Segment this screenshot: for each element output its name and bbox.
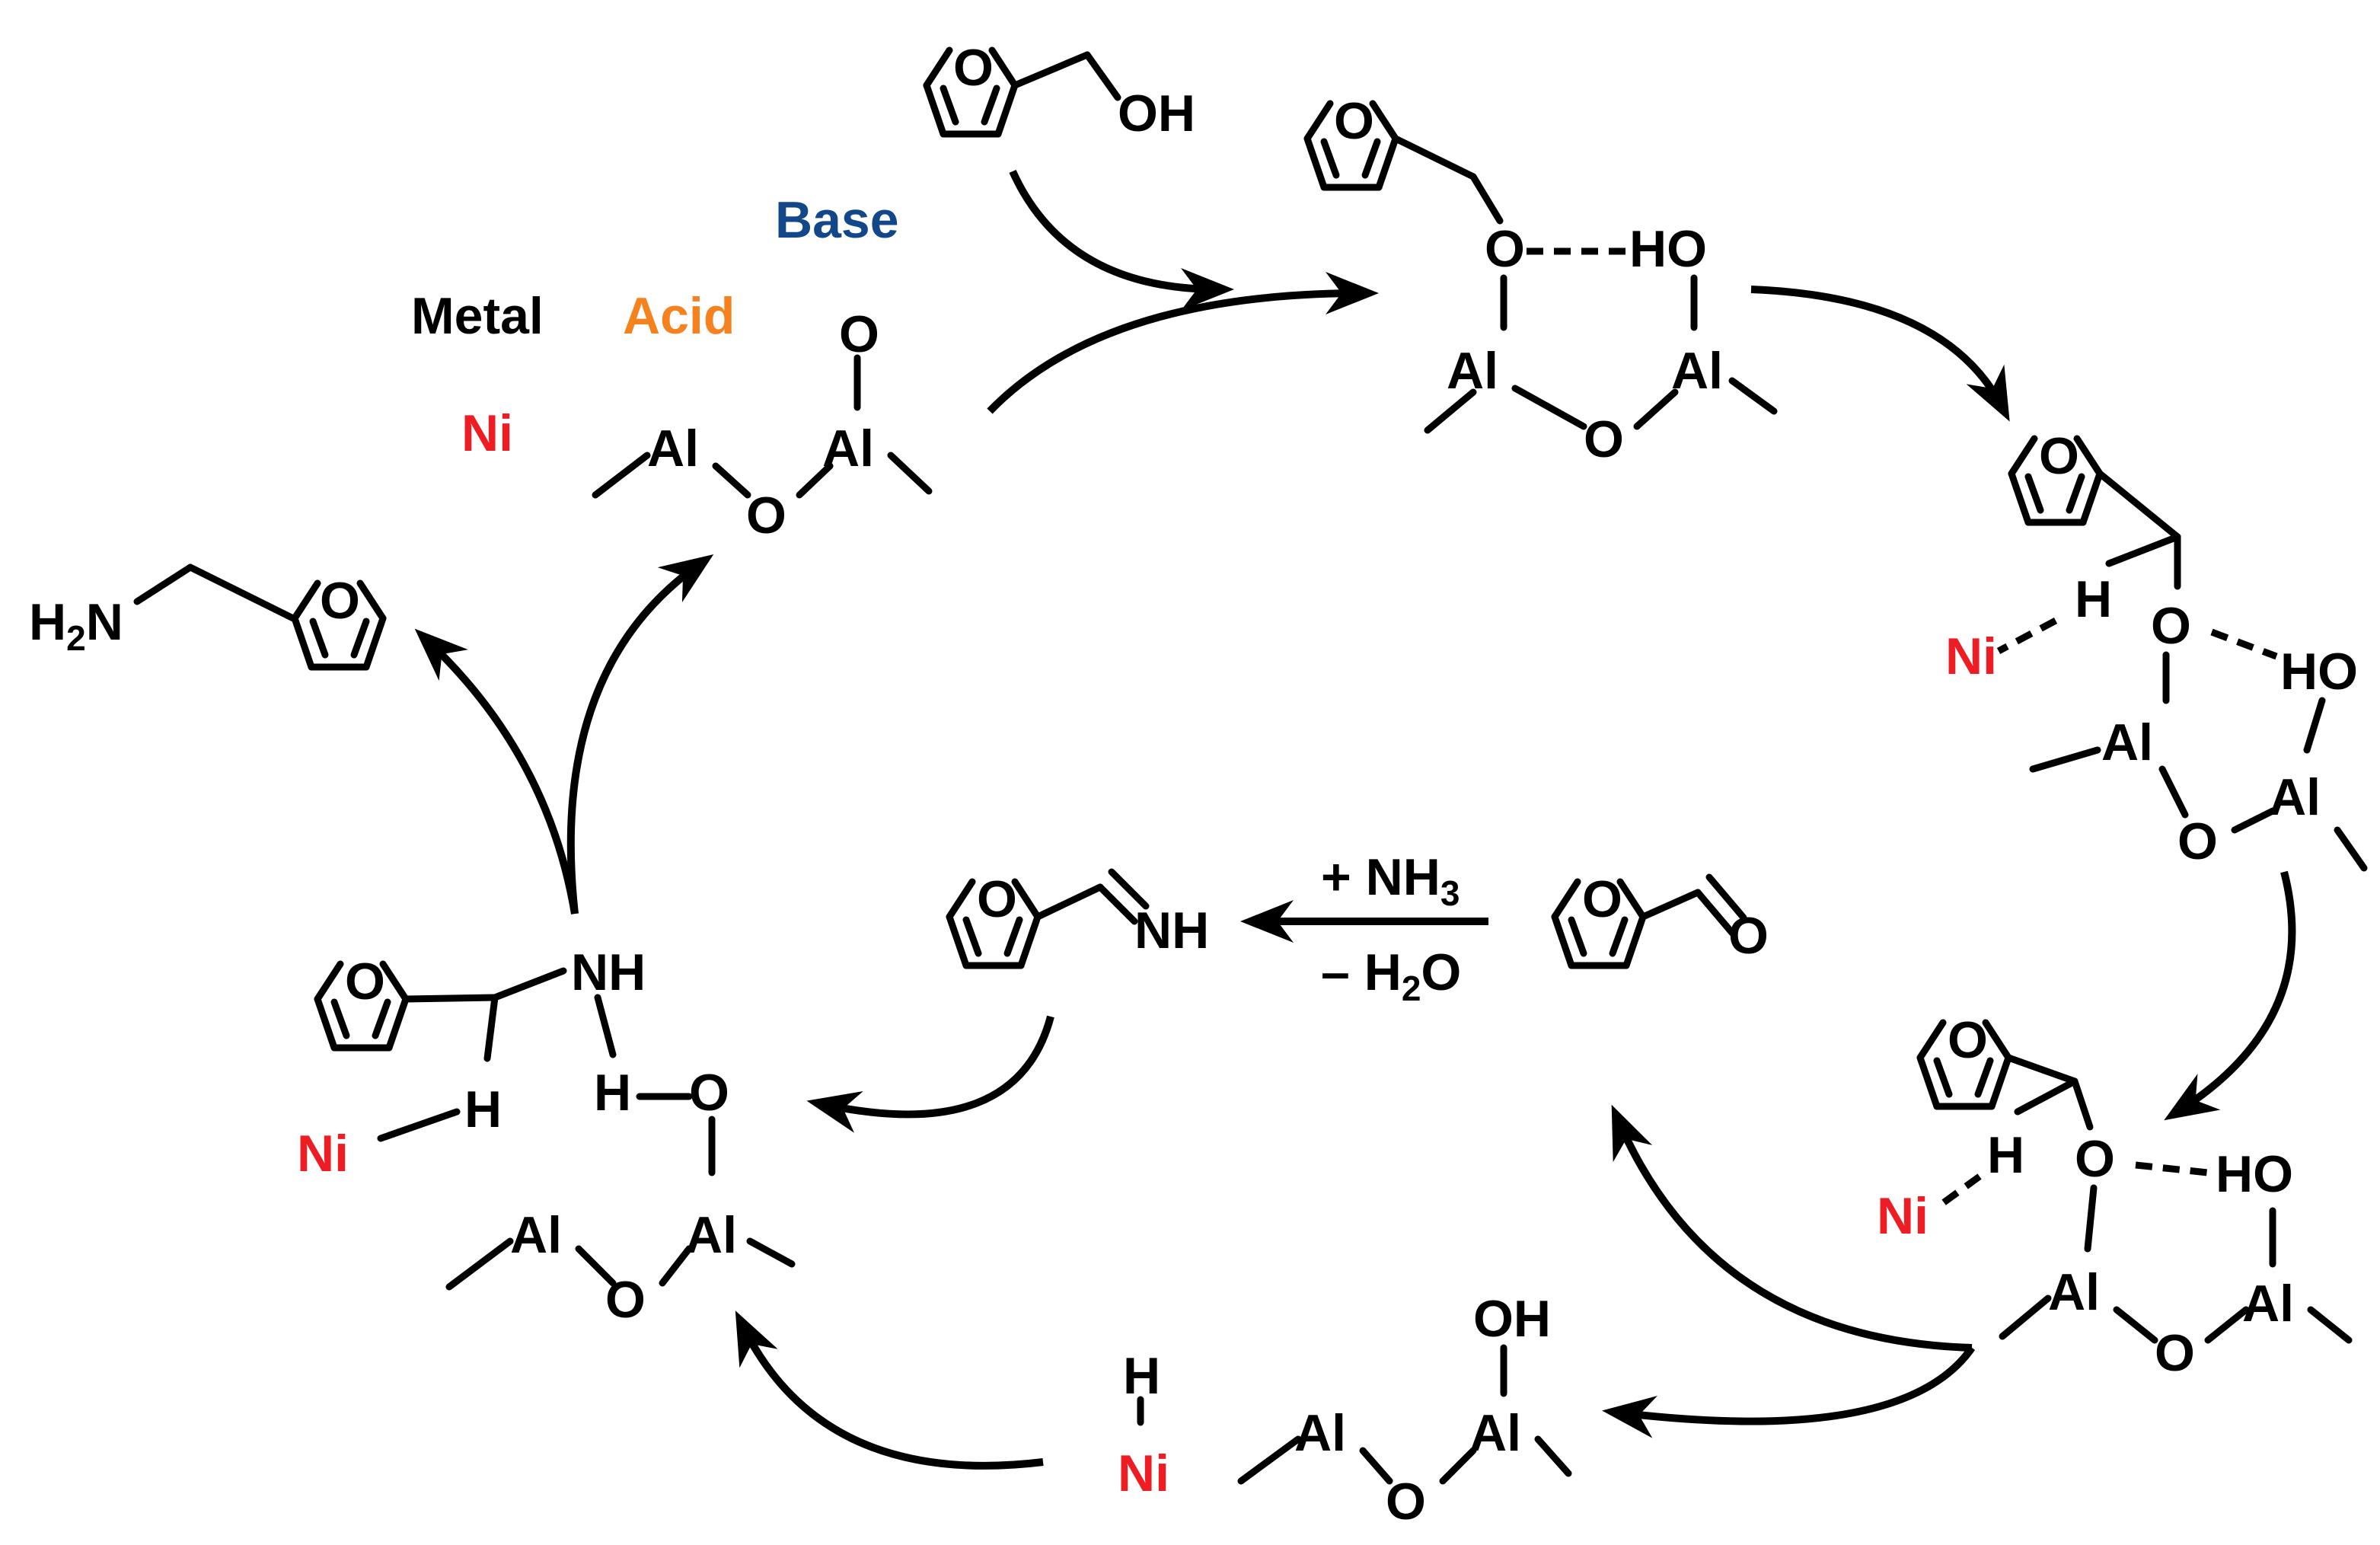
- svg-text:+ NH3: + NH3: [1321, 848, 1460, 913]
- svg-text:HO: HO: [2216, 1145, 2293, 1203]
- svg-text:H: H: [1123, 1347, 1160, 1405]
- svg-text:O: O: [953, 39, 994, 97]
- svg-text:O: O: [689, 1064, 729, 1122]
- svg-text:Al: Al: [2101, 713, 2153, 771]
- svg-text:H2N: H2N: [29, 593, 123, 658]
- svg-text:O: O: [1334, 92, 1374, 150]
- svg-text:O: O: [345, 953, 385, 1010]
- svg-text:Al: Al: [1671, 342, 1723, 400]
- svg-text:Ni: Ni: [297, 1125, 349, 1183]
- svg-text:NH: NH: [1134, 902, 1209, 959]
- ni-hydride-surface: H Ni OH Al Al O: [1118, 1290, 1572, 1531]
- svg-text:O: O: [320, 572, 360, 630]
- furfuryl-alcohol: O OH: [927, 39, 1195, 142]
- adsorbed-amine: O NH H Ni H O Al Al O: [297, 943, 796, 1329]
- svg-text:Al: Al: [2048, 1263, 2100, 1321]
- ni-h-abstraction: O H Ni O HO Al Al O: [1945, 427, 2368, 872]
- svg-text:OH: OH: [1473, 1290, 1551, 1348]
- svg-text:Al: Al: [2269, 768, 2321, 826]
- svg-text:H: H: [2075, 570, 2112, 628]
- svg-text:– H2O: – H2O: [1321, 943, 1461, 1008]
- cycle-arrows: [414, 169, 2296, 1470]
- imination-step: + NH3 – H2O: [1240, 848, 1488, 1008]
- svg-text:H: H: [464, 1081, 502, 1138]
- furfurylamine: O H2N: [29, 563, 383, 667]
- svg-text:Al: Al: [1294, 1404, 1346, 1462]
- svg-text:OH: OH: [1118, 85, 1195, 142]
- svg-text:O: O: [1582, 870, 1622, 928]
- svg-text:O: O: [2155, 1324, 2195, 1382]
- svg-text:O: O: [746, 487, 786, 544]
- svg-text:HO: HO: [2280, 643, 2358, 701]
- svg-text:Ni: Ni: [1118, 1444, 1169, 1502]
- catalyst-surface: O Al Al O: [592, 305, 933, 544]
- legend-acid: Acid: [623, 287, 735, 345]
- svg-text:O: O: [977, 870, 1017, 928]
- svg-text:O: O: [2039, 427, 2079, 485]
- svg-text:O: O: [1485, 220, 1525, 278]
- legend-base: Base: [775, 191, 899, 249]
- svg-text:Al: Al: [685, 1206, 737, 1264]
- adsorbed-alcohol: O O HO Al Al O: [1307, 92, 1778, 468]
- svg-text:O: O: [1584, 410, 1624, 468]
- svg-text:O: O: [2075, 1130, 2115, 1188]
- svg-text:HO: HO: [1629, 220, 1707, 278]
- svg-text:Ni: Ni: [1945, 627, 1997, 685]
- svg-text:Ni: Ni: [1877, 1187, 1929, 1245]
- svg-text:O: O: [839, 305, 879, 363]
- svg-text:Al: Al: [510, 1206, 562, 1264]
- legend-metal: Metal: [411, 287, 544, 345]
- svg-text:O: O: [2177, 812, 2218, 870]
- svg-text:H: H: [1987, 1126, 2024, 1184]
- svg-text:Al: Al: [647, 420, 699, 477]
- svg-text:H: H: [594, 1064, 631, 1122]
- svg-text:O: O: [1728, 907, 1769, 965]
- svg-text:O: O: [2151, 597, 2191, 655]
- legend-ni: Ni: [461, 404, 513, 462]
- furfurylimine: O NH: [949, 868, 1209, 966]
- furfural: O O: [1555, 870, 1769, 966]
- ni-alkoxide: O H Ni O HO Al Al O: [1877, 1011, 2353, 1382]
- svg-text:Al: Al: [1469, 1404, 1521, 1462]
- svg-text:O: O: [1948, 1011, 1988, 1069]
- svg-text:NH: NH: [571, 943, 646, 1001]
- svg-text:Al: Al: [2242, 1275, 2294, 1333]
